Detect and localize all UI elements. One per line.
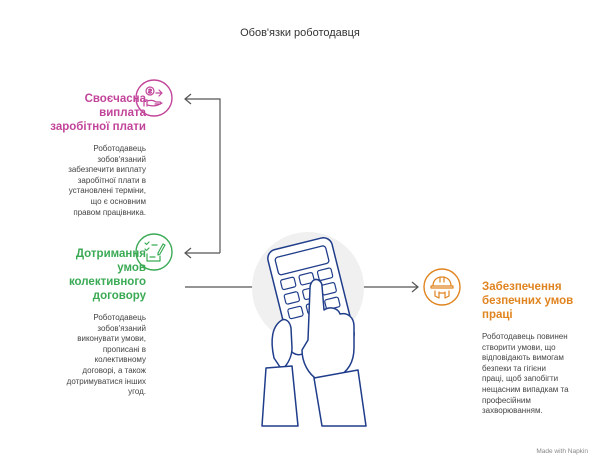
safety-desc-line-7: професійним xyxy=(482,395,531,405)
safety-desc-line-3: відповідають вимогам xyxy=(482,353,564,363)
arrow-head-safety xyxy=(411,281,419,293)
agreement-description: Роботодавець зобов'язаний виконувати умо… xyxy=(20,313,146,398)
arrow-head-agreement xyxy=(184,247,192,259)
salary-heading-line-2: виплата xyxy=(99,107,146,119)
safety-desc-line-6: нещасним випадкам та xyxy=(482,384,569,394)
checklist-pen-icon xyxy=(135,233,173,271)
connector-to-salary xyxy=(185,98,221,253)
safety-heading: Забезпечення безпечних умов праці xyxy=(482,280,592,322)
salary-desc-line-3: забезпечити виплату xyxy=(68,165,146,175)
hard-hat-icon xyxy=(423,268,461,306)
footer-credit: Made with Napkin xyxy=(536,448,588,455)
agreement-heading-line-1: Дотримання xyxy=(75,248,146,260)
safety-desc-line-8: захворюванням. xyxy=(482,406,543,416)
agreement-heading-line-4: договору xyxy=(92,290,146,302)
salary-desc-line-4: заробітної плати в xyxy=(77,175,146,185)
salary-heading-line-1: Своєчасна xyxy=(84,93,146,105)
safety-heading-line-2: безпечних умов xyxy=(482,295,574,307)
agreement-desc-line-7: дотримуватися інших xyxy=(66,376,146,386)
safety-description: Роботодавець повинен створити умови, що … xyxy=(482,332,594,417)
agreement-desc-line-3: виконувати умови, xyxy=(77,334,146,344)
diagram-title: Обов'язки роботодавця xyxy=(240,27,360,39)
salary-desc-line-7: правом працівника. xyxy=(73,207,146,217)
safety-heading-line-1: Забезпечення xyxy=(482,281,562,293)
agreement-desc-line-8: угод. xyxy=(128,387,146,397)
safety-desc-line-5: праці, щоб запобігти xyxy=(482,374,559,384)
money-hand-icon xyxy=(135,79,173,117)
agreement-desc-line-1: Роботодавець xyxy=(93,313,146,322)
agreement-heading-line-3: колективного xyxy=(68,276,146,288)
salary-heading: Своєчасна виплата заробітної плати xyxy=(20,92,146,134)
agreement-heading-line-2: умов xyxy=(117,262,146,274)
safety-desc-line-2: створити умови, що xyxy=(482,342,556,352)
safety-heading-line-3: праці xyxy=(482,309,513,321)
salary-heading-line-3: заробітної плати xyxy=(50,121,146,133)
hands-device-illustration xyxy=(252,232,367,427)
agreement-desc-line-6: договорі, а також xyxy=(82,365,146,375)
salary-desc-line-6: що є основним xyxy=(90,196,146,206)
agreement-heading: Дотримання умов колективного договору xyxy=(20,247,146,303)
salary-desc-line-5: установлені терміни, xyxy=(68,186,146,196)
salary-desc-line-2: зобов'язаний xyxy=(97,154,146,164)
safety-desc-line-4: безпеки та гігієни xyxy=(482,363,547,373)
agreement-desc-line-5: колективному xyxy=(94,355,146,365)
agreement-desc-line-4: прописані в xyxy=(102,344,146,354)
arrow-head-salary xyxy=(184,93,192,105)
salary-description: Роботодавець зобов'язаний забезпечити ви… xyxy=(20,144,146,218)
safety-desc-line-1: Роботодавець повинен xyxy=(482,332,568,341)
salary-desc-line-1: Роботодавець xyxy=(93,144,146,153)
agreement-desc-line-2: зобов'язаний xyxy=(97,323,146,333)
